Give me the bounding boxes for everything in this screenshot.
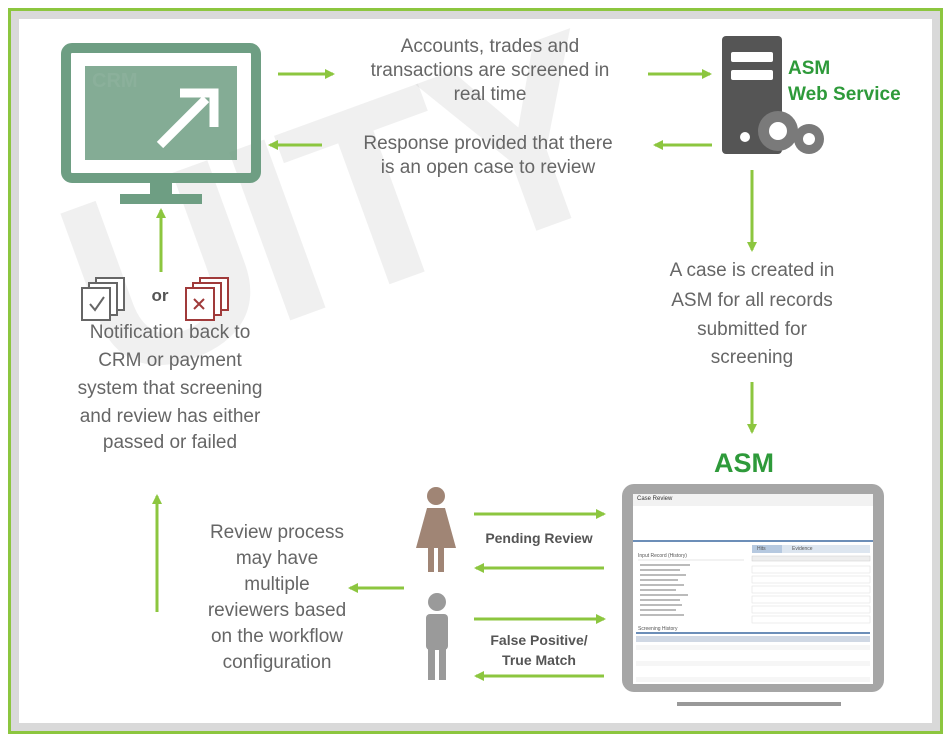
case-line3: submitted for — [697, 319, 807, 340]
review-line2: may have — [235, 548, 319, 569]
checked-documents-icon — [81, 277, 125, 321]
notification-line1: Notification back to — [89, 322, 251, 343]
screenshot-tab-evidence: Evidence — [792, 546, 813, 552]
review-line1: Review process — [209, 522, 345, 543]
notification-line2: CRM or payment — [98, 350, 242, 371]
screened-line1: Accounts, trades and — [400, 36, 580, 57]
screenshot-section-history: Screening History — [638, 626, 678, 632]
female-person-icon — [416, 487, 456, 572]
case-line1: A case is created in — [669, 260, 835, 281]
asm-title: ASM — [714, 448, 774, 478]
notification-line3: system that screening — [77, 378, 263, 399]
screened-line2: transactions are screened in — [370, 60, 610, 81]
screenshot-section-input: Input Record (History) — [638, 553, 687, 559]
review-line4: reviewers based — [207, 600, 347, 621]
server-gears-icon — [722, 36, 824, 154]
asm-service-line2: Web Service — [788, 84, 901, 105]
screened-line3: real time — [453, 84, 527, 105]
asm-screen-device — [622, 484, 884, 706]
response-line2: is an open case to review — [380, 157, 596, 178]
false-positive-line2: True Match — [502, 652, 576, 668]
review-line5: on the workflow — [210, 626, 343, 647]
notification-line4: and review has either — [79, 406, 261, 427]
or-label: or — [151, 286, 169, 305]
case-line2: ASM for all records — [671, 290, 833, 311]
crm-label: CRM — [92, 70, 138, 92]
asm-service-line1: ASM — [788, 58, 831, 79]
screenshot-tab-hits: Hits — [757, 546, 766, 552]
review-line3: multiple — [244, 574, 310, 595]
pending-review-label: Pending Review — [485, 530, 593, 546]
false-positive-line1: False Positive/ — [490, 632, 588, 648]
crm-monitor-icon — [61, 43, 261, 204]
review-line6: configuration — [222, 652, 332, 673]
notification-line5: passed or failed — [102, 432, 238, 453]
male-person-icon — [426, 593, 448, 680]
failed-documents-icon — [185, 277, 229, 321]
screenshot-header: Case Review — [637, 496, 673, 502]
response-line1: Response provided that there — [363, 133, 613, 154]
case-line4: screening — [710, 347, 794, 368]
